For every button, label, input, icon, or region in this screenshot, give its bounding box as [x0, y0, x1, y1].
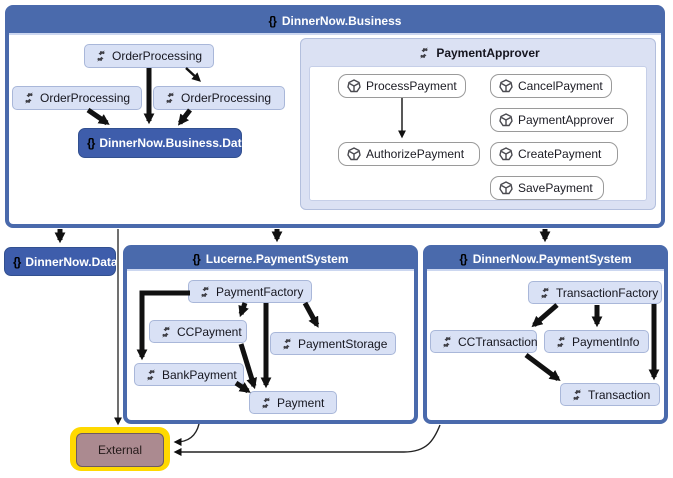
node-label: External [97, 443, 143, 457]
node-orderprocessing-right[interactable]: OrderProcessing [153, 86, 285, 110]
class-icon [416, 46, 430, 60]
edge-dnpaymentsystem-external[interactable] [173, 424, 441, 456]
node-ccpayment[interactable]: CCPayment [149, 320, 247, 343]
node-label: TransactionFactory [556, 285, 659, 300]
container-title: DinnerNow.PaymentSystem [472, 252, 632, 266]
node-label: DinnerNow.Data [25, 254, 118, 269]
class-icon [143, 368, 157, 382]
cube-icon [347, 147, 361, 161]
container-header-lucerne[interactable]: {} Lucerne.PaymentSystem [127, 249, 414, 271]
container-title: DinnerNow.Business [281, 14, 402, 28]
node-transactionfactory[interactable]: TransactionFactory [528, 281, 662, 304]
node-label: PaymentStorage [298, 336, 388, 351]
node-paymentfactory[interactable]: PaymentFactory [188, 280, 312, 303]
node-label: CCTransaction [458, 334, 538, 349]
namespace-icon: {} [87, 136, 95, 150]
class-icon [569, 388, 583, 402]
node-label: AuthorizePayment [366, 147, 465, 161]
node-label: OrderProcessing [181, 91, 272, 105]
node-createpayment[interactable]: CreatePayment [490, 142, 618, 166]
node-dinnernow-data[interactable]: {} DinnerNow.Data [4, 247, 118, 276]
node-label: PaymentFactory [216, 284, 304, 299]
node-savepayment[interactable]: SavePayment [490, 176, 604, 200]
group-header-paymentapprover[interactable]: PaymentApprover [301, 39, 655, 66]
group-title: PaymentApprover [436, 45, 540, 60]
class-icon [158, 325, 172, 339]
node-label: CreatePayment [518, 147, 602, 161]
class-icon [197, 285, 211, 299]
node-dinnernow-business-data[interactable]: {} DinnerNow.Business.Data [78, 128, 248, 158]
node-paymentstorage[interactable]: PaymentStorage [270, 332, 396, 355]
node-label: DinnerNow.Business.Data [99, 136, 249, 150]
namespace-icon: {} [459, 252, 467, 266]
node-label: OrderProcessing [40, 91, 131, 105]
node-authorizepayment[interactable]: AuthorizePayment [338, 142, 480, 166]
node-label: ProcessPayment [366, 79, 457, 93]
node-paymentapprover[interactable]: PaymentApprover [490, 108, 628, 132]
edge-lucerne-external[interactable] [173, 423, 200, 446]
cube-icon [499, 147, 513, 161]
node-cctransaction[interactable]: CCTransaction [430, 330, 538, 353]
cube-icon [347, 79, 361, 93]
namespace-icon: {} [268, 14, 277, 28]
node-processpayment[interactable]: ProcessPayment [338, 74, 466, 98]
node-external-inner: External [76, 433, 164, 467]
node-label: PaymentApprover [518, 113, 615, 127]
node-external[interactable]: External [70, 427, 170, 471]
class-icon [162, 91, 176, 105]
node-label: Payment [277, 395, 325, 410]
cube-icon [499, 113, 513, 127]
node-cancelpayment[interactable]: CancelPayment [490, 74, 612, 98]
node-label: CCPayment [177, 324, 242, 339]
node-label: PaymentInfo [572, 334, 640, 349]
container-header-dinnernow-business[interactable]: {} DinnerNow.Business [9, 9, 661, 35]
node-label: CancelPayment [518, 79, 603, 93]
class-icon [21, 91, 35, 105]
node-bankpayment[interactable]: BankPayment [134, 363, 244, 386]
cube-icon [499, 181, 513, 195]
node-paymentinfo[interactable]: PaymentInfo [544, 330, 649, 353]
node-orderprocessing-top[interactable]: OrderProcessing [84, 44, 214, 68]
node-label: OrderProcessing [112, 49, 203, 63]
cube-icon [499, 79, 513, 93]
container-title: Lucerne.PaymentSystem [205, 252, 349, 266]
class-icon [93, 49, 107, 63]
node-label: SavePayment [518, 181, 593, 195]
class-icon [439, 335, 453, 349]
class-icon [279, 337, 293, 351]
class-icon [258, 396, 272, 410]
namespace-icon: {} [13, 254, 21, 269]
node-orderprocessing-left[interactable]: OrderProcessing [12, 86, 142, 110]
node-transaction[interactable]: Transaction [560, 383, 660, 406]
node-label: BankPayment [162, 367, 237, 382]
node-label: Transaction [588, 387, 651, 402]
node-payment[interactable]: Payment [249, 391, 337, 414]
namespace-icon: {} [192, 252, 200, 266]
class-icon [537, 286, 551, 300]
container-header-dn-paymentsystem[interactable]: {} DinnerNow.PaymentSystem [427, 249, 664, 271]
class-icon [553, 335, 567, 349]
